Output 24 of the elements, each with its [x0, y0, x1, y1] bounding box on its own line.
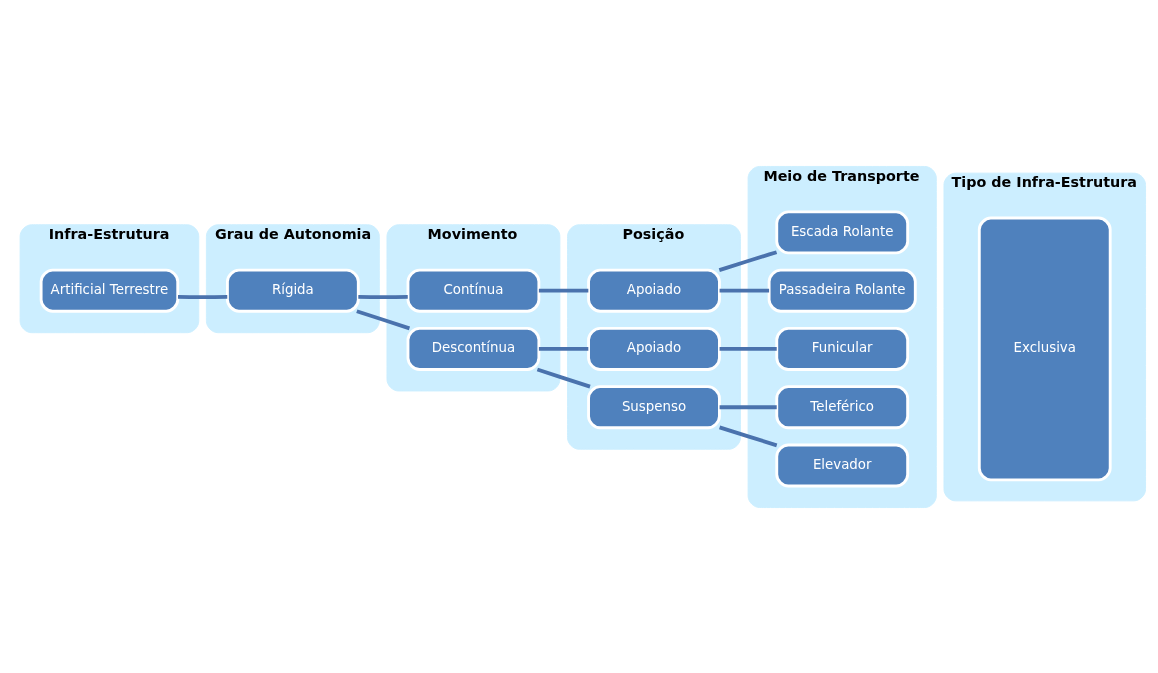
node-box: Escada Rolante: [775, 209, 910, 254]
connector: [536, 367, 591, 388]
connector: [719, 425, 778, 447]
connector: [177, 294, 228, 299]
node-box: Suspenso: [587, 384, 721, 429]
node-box: Passadeira Rolante: [767, 268, 917, 313]
connector: [358, 294, 408, 299]
connector: [719, 288, 770, 293]
node-box: Apoiado: [587, 326, 721, 371]
node-box: Teleférico: [775, 384, 910, 429]
node-box: Contínua: [406, 268, 541, 313]
node-box: Exclusiva: [977, 216, 1112, 481]
node-box: Artificial Terrestre: [39, 268, 180, 313]
node-box: Elevador: [775, 443, 910, 487]
node-box: Descontínua: [406, 326, 541, 371]
node-box: Apoiado: [587, 268, 721, 313]
connector: [718, 249, 778, 272]
connector: [538, 288, 589, 293]
connector: [356, 308, 411, 330]
connector: [538, 346, 589, 351]
node-box: Rígida: [226, 268, 360, 313]
connector: [719, 346, 777, 351]
connector: [719, 404, 777, 409]
node-box: Funicular: [775, 326, 910, 371]
